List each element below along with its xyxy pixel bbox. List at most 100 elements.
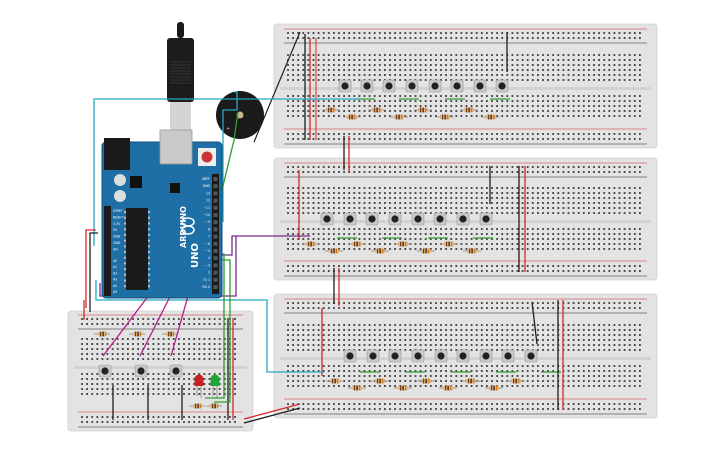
breadboard-hole[interactable] [496,115,498,117]
breadboard-hole[interactable] [633,202,636,204]
breadboard-hole[interactable] [363,54,366,56]
breadboard-hole[interactable] [363,248,366,250]
header-pin[interactable] [213,263,218,268]
breadboard-hole[interactable] [96,338,99,340]
breadboard-hole[interactable] [389,202,391,204]
breadboard-hole[interactable] [470,202,473,204]
breadboard-hole[interactable] [368,115,371,117]
breadboard-hole[interactable] [531,79,534,81]
breadboard-hole[interactable] [491,403,493,405]
breadboard-hole[interactable] [193,343,196,345]
breadboard-hole[interactable] [368,138,371,140]
breadboard-hole[interactable] [562,270,565,272]
breadboard-hole[interactable] [394,171,396,173]
breadboard-hole[interactable] [450,270,453,272]
breadboard-hole[interactable] [338,307,340,309]
breadboard-hole[interactable] [178,383,180,385]
breadboard-hole[interactable] [193,323,196,325]
breadboard-hole[interactable] [86,416,88,418]
breadboard-hole[interactable] [593,37,595,39]
breadboard-hole[interactable] [333,64,335,66]
breadboard-hole[interactable] [475,69,478,71]
breadboard-hole[interactable] [618,133,621,135]
breadboard-hole[interactable] [162,388,165,390]
breadboard-hole[interactable] [521,74,524,76]
breadboard-hole[interactable] [470,375,473,377]
breadboard-hole[interactable] [496,302,498,304]
breadboard-hole[interactable] [368,302,371,304]
header-pin[interactable] [213,241,218,246]
breadboard-hole[interactable] [183,318,185,320]
breadboard-hole[interactable] [127,416,129,418]
breadboard-hole[interactable] [378,385,381,387]
breadboard-hole[interactable] [460,365,463,367]
breadboard-hole[interactable] [521,270,524,272]
breadboard-hole[interactable] [496,307,498,309]
breadboard-hole[interactable] [511,212,514,214]
breadboard-hole[interactable] [521,302,524,304]
breadboard-hole[interactable] [501,344,504,346]
breadboard-hole[interactable] [218,353,221,355]
breadboard-hole[interactable] [409,248,412,250]
breadboard-hole[interactable] [480,329,483,331]
breadboard-hole[interactable] [429,69,432,71]
breadboard-hole[interactable] [208,393,211,395]
breadboard-hole[interactable] [142,393,145,395]
breadboard-hole[interactable] [618,380,621,382]
breadboard-hole[interactable] [445,380,447,382]
breadboard-hole[interactable] [348,344,351,346]
breadboard-hole[interactable] [307,408,310,410]
breadboard-hole[interactable] [429,403,432,405]
breadboard-hole[interactable] [178,323,180,325]
breadboard-hole[interactable] [404,403,407,405]
breadboard-hole[interactable] [521,202,524,204]
breadboard-hole[interactable] [608,54,611,56]
breadboard-hole[interactable] [496,243,498,245]
breadboard-hole[interactable] [506,105,509,107]
breadboard-hole[interactable] [389,32,391,34]
breadboard-hole[interactable] [297,37,300,39]
breadboard-hole[interactable] [526,339,529,341]
breadboard-hole[interactable] [460,64,463,66]
breadboard-hole[interactable] [399,171,402,173]
breadboard-hole[interactable] [562,171,565,173]
breadboard-hole[interactable] [521,370,524,372]
breadboard-hole[interactable] [384,110,386,112]
breadboard-hole[interactable] [542,197,544,199]
breadboard-hole[interactable] [506,243,509,245]
breadboard-hole[interactable] [480,408,483,410]
breadboard-hole[interactable] [348,105,351,107]
breadboard-hole[interactable] [639,171,641,173]
breadboard-hole[interactable] [302,265,305,267]
breadboard-hole[interactable] [213,353,216,355]
breadboard-hole[interactable] [465,307,468,309]
breadboard-hole[interactable] [287,233,289,235]
breadboard-hole[interactable] [588,380,590,382]
breadboard-hole[interactable] [572,233,575,235]
breadboard-hole[interactable] [455,105,458,107]
breadboard-hole[interactable] [608,370,611,372]
breadboard-hole[interactable] [435,403,437,405]
breadboard-hole[interactable] [567,344,570,346]
breadboard-hole[interactable] [440,138,442,140]
breadboard-hole[interactable] [419,265,422,267]
breadboard-hole[interactable] [292,243,294,245]
breadboard-hole[interactable] [511,233,514,235]
breadboard-hole[interactable] [414,365,417,367]
breadboard-hole[interactable] [373,302,376,304]
breadboard-hole[interactable] [327,233,330,235]
breadboard-hole[interactable] [404,100,407,102]
breadboard-hole[interactable] [353,324,356,326]
breadboard-hole[interactable] [348,334,351,336]
breadboard-hole[interactable] [96,358,99,360]
breadboard-hole[interactable] [491,171,493,173]
breadboard-hole[interactable] [384,197,386,199]
breadboard-hole[interactable] [137,343,139,345]
breadboard-hole[interactable] [229,416,231,418]
breadboard-hole[interactable] [409,324,412,326]
resistor[interactable] [414,107,432,113]
breadboard-hole[interactable] [445,202,447,204]
breadboard-hole[interactable] [547,207,549,209]
breadboard-hole[interactable] [399,375,402,377]
breadboard-hole[interactable] [511,248,514,250]
